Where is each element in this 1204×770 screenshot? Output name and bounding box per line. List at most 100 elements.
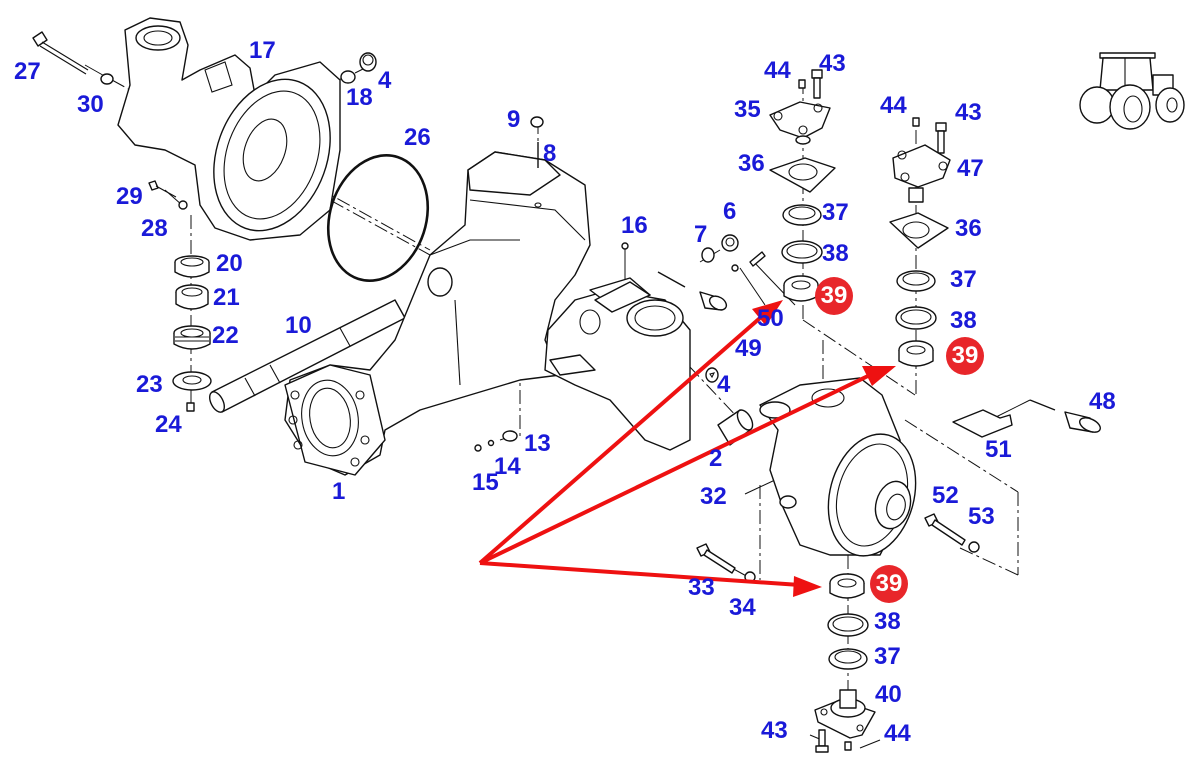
bolt-33	[696, 543, 736, 574]
callout-21: 21	[213, 284, 240, 311]
shim-36a	[769, 157, 836, 193]
callout-16: 16	[621, 212, 648, 239]
callout-14: 14	[494, 453, 521, 480]
cap-23	[172, 371, 212, 391]
callout-37-left: 37	[822, 199, 849, 226]
callout-20: 20	[216, 250, 243, 277]
highlight-badge-39-top-left: 39	[815, 277, 853, 315]
arrowhead-39b	[862, 366, 896, 386]
shim-36b	[889, 212, 949, 249]
breather-9	[530, 116, 544, 128]
sensor-48a	[657, 271, 728, 311]
callout-51: 51	[985, 436, 1012, 463]
callout-38-bottom: 38	[874, 608, 901, 635]
highlight-badge-39-bottom: 39	[870, 565, 908, 603]
callout-6: 6	[723, 198, 737, 225]
callout-15: 15	[472, 469, 499, 496]
callout-37-bottom: 37	[874, 643, 901, 670]
callout-49: 49	[735, 335, 762, 362]
ring-38b	[895, 306, 937, 330]
bushing-20	[174, 255, 210, 278]
grease-nipple-24	[186, 402, 195, 412]
spring-50	[749, 251, 766, 267]
bearing-39a	[783, 275, 819, 302]
callout-32: 32	[700, 483, 727, 510]
plate-16	[594, 281, 651, 313]
callout-43-top-right: 43	[955, 99, 982, 126]
callout-2: 2	[709, 445, 723, 472]
callout-48: 48	[1089, 388, 1116, 415]
seal-37b	[896, 270, 936, 292]
callout-7: 7	[694, 221, 708, 248]
bearing-39b	[898, 340, 934, 367]
bushing-2	[717, 409, 754, 446]
final-drive-housing-17	[117, 17, 341, 241]
sensor-48	[1029, 399, 1101, 433]
tractor-icon	[1079, 52, 1185, 130]
callout-38-left: 38	[822, 240, 849, 267]
bearing-39c	[829, 573, 865, 599]
callout-17: 17	[249, 37, 276, 64]
arrowhead-39c	[793, 576, 822, 597]
callout-43-top-left: 43	[819, 50, 846, 77]
callout-38-right: 38	[950, 307, 977, 334]
callout-35: 35	[734, 96, 761, 123]
bolt-43b	[935, 122, 947, 154]
bolt-27	[32, 31, 89, 75]
callout-30: 30	[77, 91, 104, 118]
callout-34: 34	[729, 594, 756, 621]
callout-29: 29	[116, 183, 143, 210]
screw-16	[621, 242, 629, 250]
grease-nipple-44a	[798, 79, 806, 89]
oring-7	[701, 247, 715, 263]
ring-38a	[781, 240, 823, 264]
clamp-13	[502, 430, 518, 442]
oring-18	[340, 70, 356, 84]
callout-1: 1	[332, 478, 346, 505]
callout-28: 28	[141, 215, 168, 242]
axle-housing-1	[284, 151, 591, 476]
callout-44-bottom: 44	[884, 720, 911, 747]
callout-37-right: 37	[950, 266, 977, 293]
plug-4-mid	[705, 367, 719, 383]
bolt-29	[148, 180, 177, 198]
oring-26	[326, 154, 430, 282]
callout-27: 27	[14, 58, 41, 85]
bolt-43c	[815, 729, 829, 753]
highlight-arrows	[478, 300, 896, 597]
seal-37c	[828, 648, 868, 670]
callout-44-top-right: 44	[880, 92, 907, 119]
callout-36-right: 36	[955, 215, 982, 242]
seal-37a	[782, 204, 822, 226]
arrow-to-39c	[479, 561, 801, 587]
callout-43-bottom: 43	[761, 717, 788, 744]
grease-nipple-44b	[912, 117, 920, 127]
washer-14	[487, 439, 495, 447]
callout-18: 18	[346, 84, 373, 111]
callout-24: 24	[155, 411, 182, 438]
screw-15	[474, 444, 482, 452]
arrowhead-39a	[752, 300, 783, 326]
plug-4-top	[359, 52, 377, 72]
callout-40: 40	[875, 681, 902, 708]
washer-28	[178, 200, 188, 210]
arrow-to-39a	[478, 316, 762, 565]
cover-40	[814, 689, 876, 739]
arrow-to-39b	[479, 373, 871, 565]
callout-33: 33	[688, 574, 715, 601]
cover-47	[892, 144, 951, 203]
washer-30	[100, 73, 114, 85]
callout-9: 9	[507, 106, 521, 133]
cover-35	[769, 101, 831, 145]
highlight-badge-39-top-right: 39	[946, 337, 984, 375]
callout-23: 23	[136, 371, 163, 398]
ring-38c	[827, 613, 869, 637]
threaded-ring-22	[173, 325, 211, 350]
bolt-52	[924, 513, 966, 546]
callout-50: 50	[757, 305, 784, 332]
ball-49	[731, 264, 739, 272]
callout-8: 8	[543, 140, 557, 167]
nut-53	[968, 541, 980, 553]
callout-36-left: 36	[738, 150, 765, 177]
bolt-43a	[811, 69, 823, 99]
